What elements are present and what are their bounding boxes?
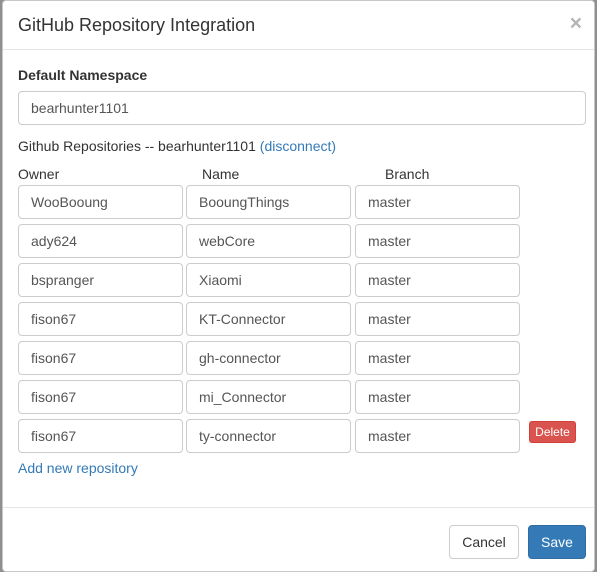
owner-input[interactable] [18,224,183,258]
branch-input[interactable] [355,224,520,258]
name-input[interactable] [186,302,351,336]
default-namespace-label: Default Namespace [18,67,148,83]
cancel-button[interactable]: Cancel [449,525,519,559]
disconnect-link[interactable]: (disconnect) [259,138,337,154]
owner-column-header: Owner [18,166,60,182]
name-input[interactable] [186,380,351,414]
branch-input[interactable] [355,302,520,336]
save-button[interactable]: Save [528,525,586,559]
delete-button[interactable]: Delete [529,421,576,443]
name-input[interactable] [186,263,351,297]
name-input[interactable] [186,419,351,453]
branch-input[interactable] [355,380,520,414]
owner-input[interactable] [18,419,183,453]
owner-input[interactable] [18,185,183,219]
owner-input[interactable] [18,302,183,336]
name-input[interactable] [186,224,351,258]
branch-input[interactable] [355,419,520,453]
branch-input[interactable] [355,341,520,375]
dialog-title: GitHub Repository Integration [18,15,256,35]
close-icon[interactable]: × [569,12,582,35]
repositories-header: Github Repositories -- bearhunter1101 (d… [18,138,336,154]
name-column-header: Name [202,166,240,182]
repositories-header-text: Github Repositories -- bearhunter1101 [18,138,256,154]
owner-input[interactable] [18,263,183,297]
owner-input[interactable] [18,380,183,414]
name-input[interactable] [186,185,351,219]
name-input[interactable] [186,341,351,375]
default-namespace-input[interactable] [18,91,586,125]
owner-input[interactable] [18,341,183,375]
dialog-header: GitHub Repository Integration × [3,1,594,50]
branch-input[interactable] [355,263,520,297]
dialog-footer: Cancel Save [3,507,594,571]
add-repository-link[interactable]: Add new repository [18,460,138,476]
branch-column-header: Branch [385,166,430,182]
branch-input[interactable] [355,185,520,219]
